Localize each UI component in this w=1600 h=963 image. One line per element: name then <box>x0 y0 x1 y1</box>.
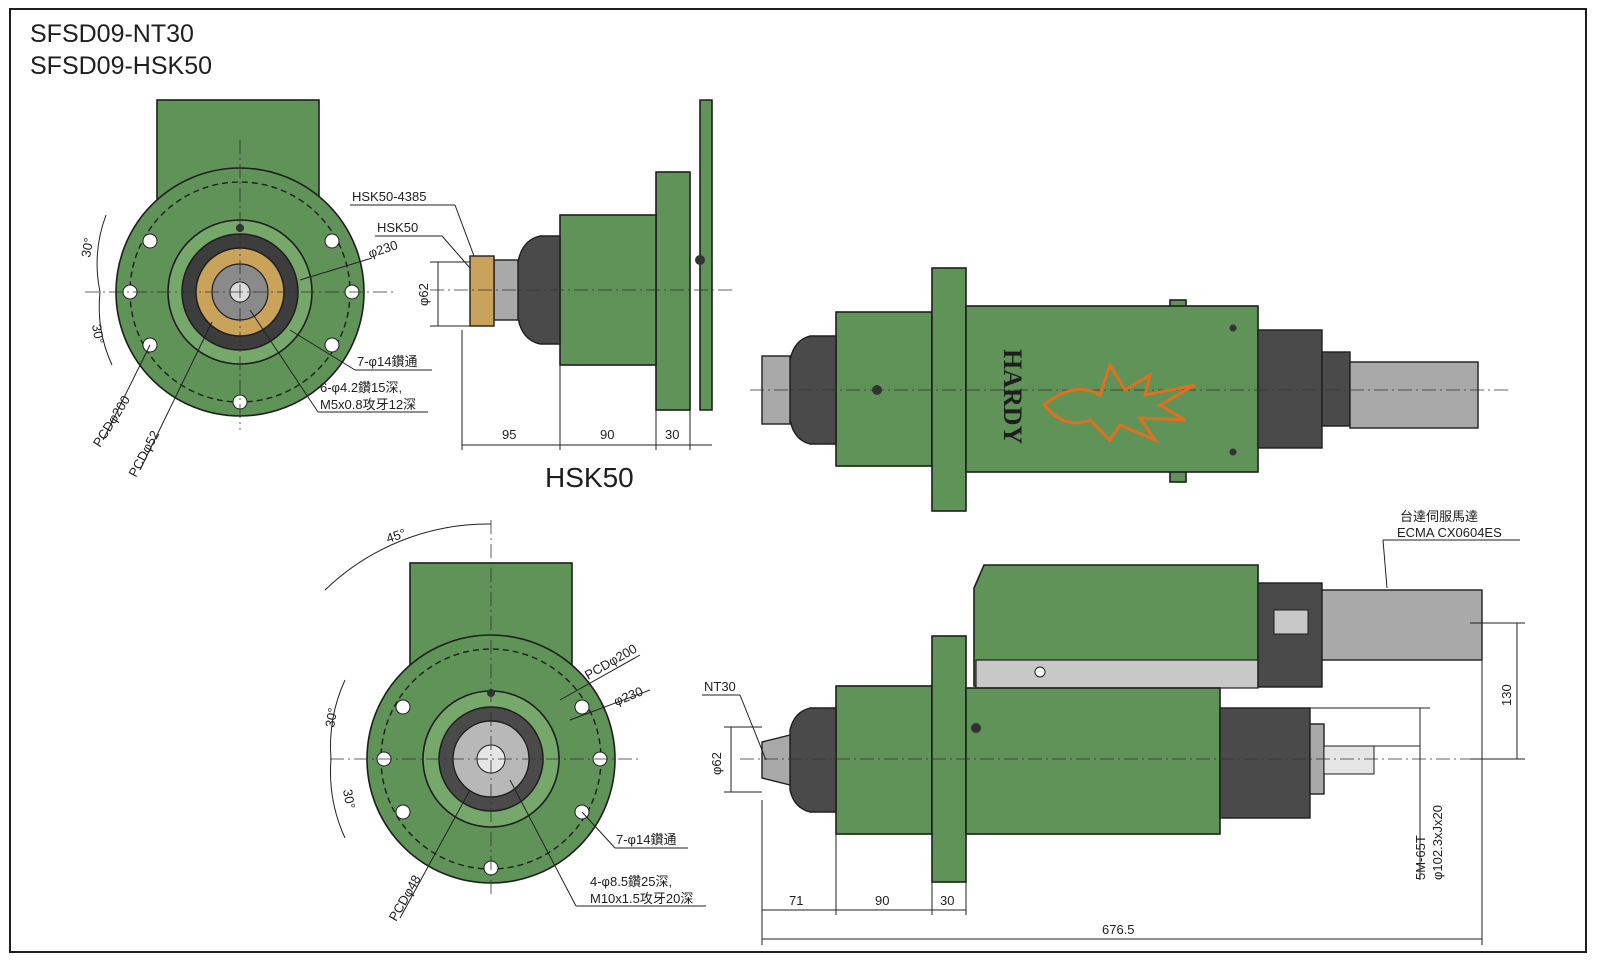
adapter-window <box>1273 609 1309 635</box>
angle-label: 30° <box>89 323 107 345</box>
dia62-top-label: φ62 <box>416 283 431 306</box>
servo-motor-side <box>1321 589 1483 661</box>
spindle-nose-side-bottom <box>789 707 837 813</box>
leader <box>399 789 471 919</box>
leader <box>289 329 356 371</box>
nt30-front-view: 45° 30° 30° PCDφ200 φ230 7-φ14鑽通 4-φ8.5鑽… <box>322 520 706 924</box>
angle45-label: 45° <box>384 526 407 546</box>
hsk-tool <box>469 255 495 327</box>
bolt-hole <box>574 699 590 715</box>
dim-90: 90 <box>600 427 614 442</box>
housing-edge <box>699 99 713 411</box>
motor-label-1: 台達伺服馬達 <box>1400 509 1478 524</box>
leader <box>299 257 373 281</box>
hsk-side-view: HSK50-4385 HSK50 φ62 95 90 30 <box>350 99 735 450</box>
servo-motor <box>1349 361 1479 429</box>
nt30-label: NT30 <box>704 679 736 694</box>
screw <box>971 723 981 733</box>
angle-arc <box>330 758 346 839</box>
bolt-hole <box>142 233 158 249</box>
dim-95: 95 <box>502 427 516 442</box>
leader <box>559 654 641 701</box>
dim-90-bottom: 90 <box>875 893 889 908</box>
angle-label: 30° <box>340 788 358 810</box>
angle-arc <box>98 291 113 366</box>
bolt-hole <box>395 699 411 715</box>
mounting-flange <box>655 171 691 411</box>
pcd200-top-label: PCDφ200 <box>90 393 133 450</box>
pcd52-label: PCDφ52 <box>125 428 162 479</box>
spindle-body-side <box>835 685 933 835</box>
flange-plan <box>931 267 967 512</box>
housing-side <box>965 687 1221 835</box>
plug <box>1034 666 1046 678</box>
drawing-frame <box>9 8 1587 953</box>
leader <box>102 344 151 441</box>
nt30-side-view: NT30 φ62 台達伺服馬達 ECMA CX0604ES 130 5M-65T… <box>702 509 1525 945</box>
spline-shaft <box>1323 745 1375 775</box>
leader <box>1382 539 1388 589</box>
tap-hole <box>236 224 244 232</box>
screw <box>1229 324 1237 332</box>
bolt-hole <box>324 233 340 249</box>
leader <box>441 235 471 269</box>
nt30-taper <box>761 734 791 786</box>
hsk-front-view: 30° 30° φ230 7-φ14鑽通 6-φ4.2鑽15深, M5x0.8攻… <box>78 99 432 479</box>
holes-note: 7-φ14鑽通 <box>357 354 417 369</box>
leader <box>569 689 651 721</box>
leader <box>454 204 475 257</box>
dim-71: 71 <box>789 893 803 908</box>
dim-30: 30 <box>665 427 679 442</box>
bolt-hole <box>395 804 411 820</box>
plan-view: HARDY <box>750 267 1510 512</box>
bolt-hole <box>324 337 340 353</box>
dia230-label: φ230 <box>366 237 399 261</box>
angle-arc <box>330 679 346 760</box>
dim-30-bottom: 30 <box>940 893 954 908</box>
tap-bottom-note-2: M10x1.5攻牙20深 <box>590 891 693 906</box>
spline-label-2: φ102.3xJx20 <box>1430 805 1445 880</box>
housing-plan <box>965 305 1259 473</box>
angle-arc <box>96 214 107 293</box>
spindle-body-plan <box>835 311 933 467</box>
dim-130: 130 <box>1499 684 1514 706</box>
dia62-bottom-label: φ62 <box>709 752 724 775</box>
motor-adapter <box>1257 329 1323 449</box>
screw <box>695 255 705 265</box>
motor-flange <box>1321 351 1351 427</box>
leader <box>581 811 616 849</box>
maple-leaf-logo <box>1041 361 1196 444</box>
leader <box>139 321 213 471</box>
model-title-nt30: SFSD09-NT30 <box>30 20 194 48</box>
leader <box>509 779 577 907</box>
tap-bottom-note-1: 4-φ8.5鑽25深, <box>590 874 672 889</box>
brand-logo-text: HARDY <box>998 349 1027 445</box>
tap-note-1: 6-φ4.2鑽15深, <box>320 380 402 395</box>
tap-note-2: M5x0.8攻牙12深 <box>320 397 416 412</box>
angle-arc <box>324 523 492 591</box>
pulley <box>1219 707 1311 819</box>
hsk-label: HSK50 <box>377 220 418 235</box>
dim-overall: 676.5 <box>1102 922 1135 937</box>
hsk-holder-label: HSK50-4385 <box>352 189 426 204</box>
pcd48-label: PCDφ48 <box>386 872 424 923</box>
model-title-hsk50: SFSD09-HSK50 <box>30 52 213 80</box>
motor-adapter-side <box>1257 582 1323 688</box>
hsk50-section-label: HSK50 <box>545 462 634 493</box>
holes-bottom-note: 7-φ14鑽通 <box>616 832 676 847</box>
angle-label: 30° <box>78 237 96 259</box>
leader <box>249 309 319 413</box>
spline-label-1: 5M-65T <box>1413 835 1428 880</box>
cover-plate <box>975 659 1259 689</box>
angle-label: 30° <box>322 707 340 729</box>
pcd200-bottom-label: PCDφ200 <box>582 641 639 683</box>
dia230-bottom-label: φ230 <box>612 684 646 709</box>
screw <box>1229 448 1237 456</box>
motor-label-2: ECMA CX0604ES <box>1397 525 1502 540</box>
